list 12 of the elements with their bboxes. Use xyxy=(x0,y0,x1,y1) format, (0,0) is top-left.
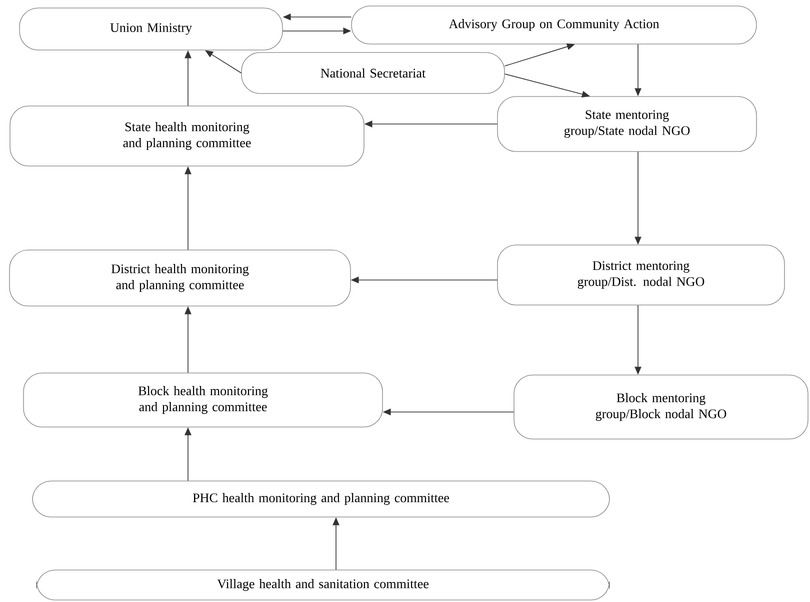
process-box: Village health and sanitation committee xyxy=(36,570,610,600)
process-box: District health monitoring and planning committee xyxy=(9,250,351,306)
process-box: State mentoring group/State nodal NGO xyxy=(497,96,757,152)
process-box: Advisory Group on Community Action xyxy=(351,6,757,44)
process-box: State health monitoring and planning committee xyxy=(10,106,364,166)
process-box: National Secretariat xyxy=(241,52,505,94)
process-box: Block health monitoring and planning committee xyxy=(23,372,383,428)
arrow xyxy=(205,50,242,74)
process-box: Block mentoring group/Block nodal NGO xyxy=(514,374,808,440)
process-box: Union Ministry xyxy=(19,8,283,50)
process-box: PHC health monitoring and planning committee xyxy=(32,480,610,518)
process-box: District mentoring group/Dist. nodal NGO xyxy=(497,244,785,306)
